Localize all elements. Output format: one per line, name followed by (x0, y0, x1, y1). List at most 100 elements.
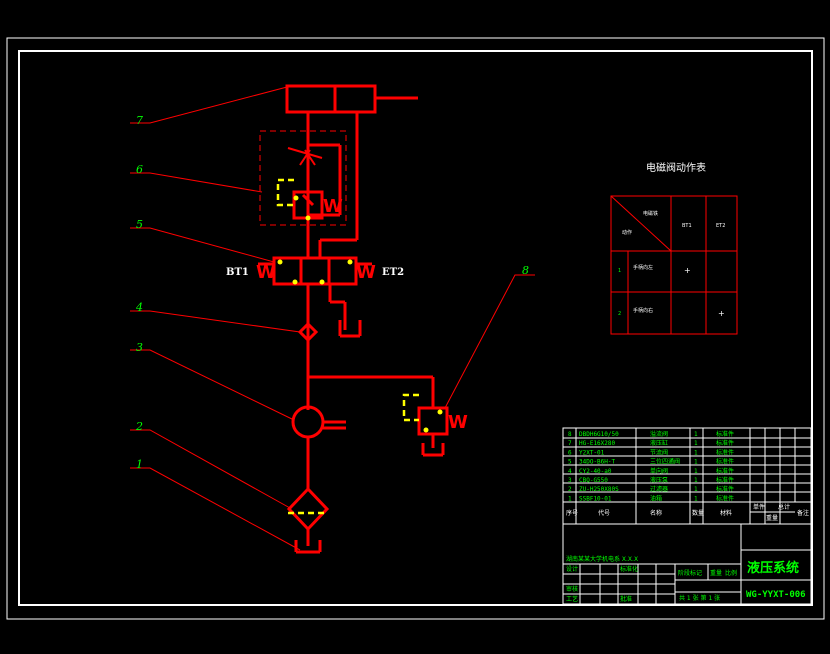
bom-grid (562, 427, 812, 605)
bom-row-5-note: 标准件 (716, 458, 734, 466)
row1-num: 1 (618, 268, 621, 274)
callout-3: 3 (136, 341, 143, 354)
bom-row-1-name: 油箱 (650, 494, 662, 502)
bom-row-2-code: ZU-H250X80S (579, 486, 619, 493)
bom-row-6-no: 6 (568, 449, 572, 456)
bom-row-3-code: CBQ-G550 (579, 477, 608, 484)
bom-row-8-name: 溢流阀 (650, 430, 668, 438)
bom-row-3-qty: 1 (694, 477, 698, 484)
bom-row-4-code: CY2-40-a0 (579, 468, 612, 475)
spring-5-left: W (256, 262, 276, 283)
hdr-weight: 重量 (766, 514, 778, 522)
tb-scale: 比例 (725, 569, 737, 577)
row2-num: 2 (618, 311, 621, 317)
bom-row-7-name: 液压缸 (650, 439, 668, 447)
action-table-title: 电磁阀动作表 (646, 161, 706, 174)
bom-row-4-note: 标准件 (716, 467, 734, 475)
bom-row-1-code: SSBF10-01 (579, 495, 612, 502)
pump (291, 405, 325, 439)
action-table-grid (610, 195, 738, 335)
bom-row-1-qty: 1 (694, 495, 698, 502)
bom-rows-container: 8 DBDH6G10/50 溢流阀 1 标准件 7 HG-E16X280 液压缸 1 标准件 6 Y2… (568, 430, 734, 502)
directional-valve (272, 256, 358, 286)
bom-row-8-code: DBDH6G10/50 (579, 431, 619, 438)
bom-row-4-qty: 1 (694, 468, 698, 475)
tb-stage: 阶段标记 (678, 569, 702, 577)
bom-row-5-code: 34DO-B6H-T (579, 459, 616, 466)
pilot-lines (276, 178, 419, 515)
bom-row-4-no: 4 (568, 468, 572, 475)
check-valve (297, 321, 319, 343)
label-bt1: BT1 (226, 267, 249, 278)
action-table-text: 电磁铁 动作 BT1 ET2 1 手柄向左 + 2 手柄向右 + (618, 210, 725, 318)
title-block-text: 湖南某某大学机电系 X.X.X 设计 标准化 审核 工艺 批准 阶段标记 重量 … (566, 555, 737, 603)
hdr-note: 备注 (797, 509, 809, 517)
tb-review: 审核 (566, 585, 578, 593)
bom-row-4-name: 单向阀 (650, 467, 668, 475)
callout-7: 7 (136, 114, 143, 127)
hdr-qty: 数量 (692, 509, 704, 517)
bom-row-2-note: 标准件 (716, 485, 734, 493)
bom-row-6-code: Y2XT-01 (579, 449, 605, 456)
bom-row-2-name: 过滤器 (650, 485, 668, 493)
tb-weight: 重量 (710, 569, 722, 577)
callout-1: 1 (136, 458, 143, 471)
spring-8: W (448, 412, 468, 433)
bom-row-7-qty: 1 (694, 440, 698, 447)
bom-row-8-no: 8 (568, 431, 572, 438)
throttle-arrow (287, 147, 323, 159)
bom-header: 序号 代号 名称 数量 材料 单件 总计 重量 备注 (566, 503, 809, 522)
col-bt1: BT1 (682, 223, 692, 229)
bom-row-2-qty: 1 (694, 486, 698, 493)
hdr-code: 代号 (598, 509, 610, 517)
bom-row-6-name: 节流阀 (650, 448, 668, 456)
throttle-enclosure (259, 130, 347, 226)
label-et2: ET2 (382, 267, 404, 278)
callout-5: 5 (136, 218, 143, 231)
filter (286, 486, 330, 532)
drawing-number: WG-YYXT-006 (746, 590, 806, 600)
row2-desc: 手柄向右 (633, 307, 653, 314)
callout-4: 4 (135, 301, 143, 314)
hydraulic-circuit (258, 84, 449, 554)
leader-lines (130, 86, 535, 551)
bom-row-6-qty: 1 (694, 449, 698, 456)
bom-row-5-no: 5 (568, 459, 572, 466)
hdr-mat: 材料 (720, 509, 732, 517)
bom-row-7-code: HG-E16X280 (579, 440, 616, 447)
bom-row-7-no: 7 (568, 440, 572, 447)
bom-row-7-note: 标准件 (716, 439, 734, 447)
col-et2: ET2 (716, 223, 725, 229)
row2-c2: + (718, 309, 725, 318)
tb-sheets: 共 1 张 第 1 张 (679, 594, 720, 602)
bom-row-5-name: 三位四通阀 (650, 458, 680, 466)
hdr-no: 序号 (566, 509, 578, 517)
hdr-unit: 单件 (753, 503, 765, 511)
bom-row-6-note: 标准件 (716, 448, 734, 456)
row1-c1: + (684, 266, 691, 275)
bom-row-1-note: 标准件 (716, 494, 734, 502)
bom-row-3-note: 标准件 (716, 476, 734, 484)
tb-approve: 批准 (620, 595, 632, 603)
hdr-name: 名称 (650, 509, 662, 517)
tb-school: 湖南某某大学机电系 X.X.X (566, 555, 638, 563)
tb-design: 设计 (566, 565, 578, 573)
tb-process: 工艺 (566, 595, 578, 603)
outer-frame (6, 37, 825, 620)
bom-row-8-qty: 1 (694, 431, 698, 438)
corner-top: 电磁铁 (643, 210, 658, 217)
bom-row-8-note: 标准件 (716, 430, 734, 438)
valve-dots (277, 195, 443, 433)
bom-row-3-no: 3 (568, 477, 572, 484)
bom-row-5-qty: 1 (694, 459, 698, 466)
spring-6: W (323, 196, 343, 217)
corner-bottom: 动作 (622, 229, 632, 236)
drawing-title: 液压系统 (747, 560, 799, 576)
bom-row-2-no: 2 (568, 486, 572, 493)
inner-frame (18, 50, 813, 606)
callout-2: 2 (135, 420, 143, 433)
cylinder-body (285, 84, 377, 114)
bom-row-1-no: 1 (568, 495, 572, 502)
relief-valve (417, 406, 449, 436)
